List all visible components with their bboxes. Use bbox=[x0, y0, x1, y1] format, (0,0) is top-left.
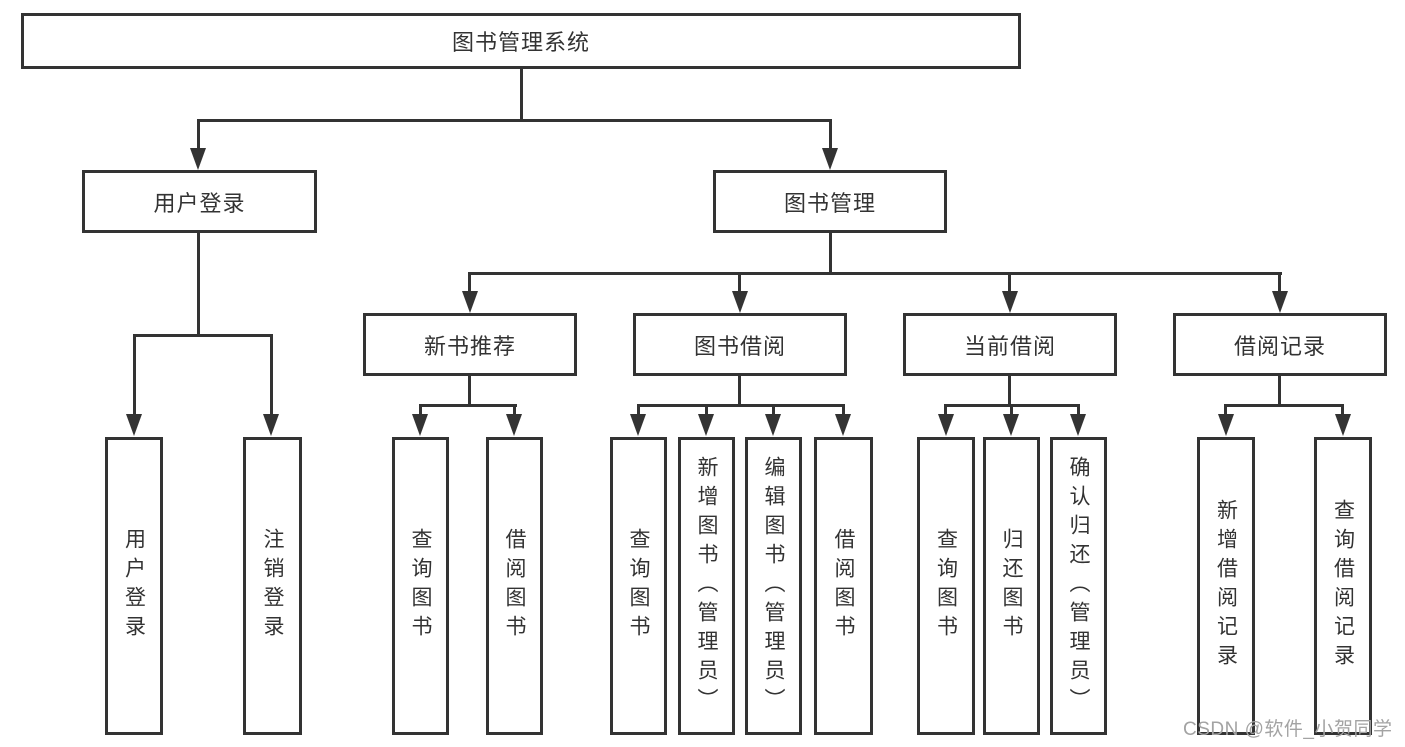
arrow-down-icon bbox=[1218, 414, 1234, 436]
leaf-confirm-return-admin: 确认归还（管理员） bbox=[1050, 437, 1107, 735]
node-current-borrowing: 当前借阅 bbox=[903, 313, 1117, 376]
node-label: 图书管理系统 bbox=[451, 30, 590, 55]
node-label: 当前借阅 bbox=[963, 333, 1056, 359]
connector-line bbox=[1278, 272, 1281, 293]
connector-line bbox=[1278, 376, 1281, 407]
connector-line bbox=[513, 404, 516, 416]
node-label: 借阅记录 bbox=[1233, 333, 1326, 359]
connector-line bbox=[133, 334, 273, 337]
leaf-current-query-books: 查询图书 bbox=[917, 437, 975, 735]
connector-line bbox=[468, 272, 1282, 275]
connector-line bbox=[1225, 404, 1344, 407]
connector-line bbox=[133, 334, 136, 415]
leaf-add-books-admin: 新增图书（管理员） bbox=[678, 437, 735, 735]
connector-line bbox=[197, 119, 200, 153]
node-root: 图书管理系统 bbox=[21, 13, 1021, 69]
leaf-query-borrow-record: 查询借阅记录 bbox=[1314, 437, 1372, 735]
node-label: 新增借阅记录 bbox=[1214, 499, 1238, 673]
leaf-return-books: 归还图书 bbox=[983, 437, 1040, 735]
node-label: 查询图书 bbox=[409, 528, 432, 644]
connector-line bbox=[1077, 404, 1080, 416]
connector-line bbox=[270, 334, 273, 415]
arrow-down-icon bbox=[506, 414, 522, 436]
leaf-recommend-borrow-books: 借阅图书 bbox=[486, 437, 543, 735]
connector-line bbox=[637, 404, 640, 416]
node-label: 用户登录 bbox=[153, 190, 246, 216]
connector-line bbox=[829, 119, 832, 153]
connector-line bbox=[738, 272, 741, 293]
arrow-down-icon bbox=[126, 414, 142, 436]
arrow-down-icon bbox=[1272, 291, 1288, 313]
leaf-logout: 注销登录 bbox=[243, 437, 302, 735]
node-new-book-recommend: 新书推荐 bbox=[363, 313, 577, 376]
node-label: 图书借阅 bbox=[693, 333, 786, 359]
connector-line bbox=[772, 404, 775, 416]
connector-line bbox=[842, 404, 845, 416]
leaf-add-borrow-record: 新增借阅记录 bbox=[1197, 437, 1255, 735]
connector-line bbox=[637, 404, 845, 407]
arrow-down-icon bbox=[765, 414, 781, 436]
arrow-down-icon bbox=[462, 291, 478, 313]
connector-line bbox=[419, 404, 422, 416]
leaf-borrowing-query-books: 查询图书 bbox=[610, 437, 667, 735]
leaf-borrowing-borrow-books: 借阅图书 bbox=[814, 437, 873, 735]
arrow-down-icon bbox=[412, 414, 428, 436]
connector-line bbox=[738, 376, 741, 407]
connector-line bbox=[520, 69, 523, 121]
arrow-down-icon bbox=[732, 291, 748, 313]
connector-line bbox=[829, 233, 832, 275]
node-user-login: 用户登录 bbox=[82, 170, 317, 233]
connector-line bbox=[1010, 404, 1013, 416]
connector-line bbox=[1224, 404, 1227, 416]
node-borrowing-records: 借阅记录 bbox=[1173, 313, 1387, 376]
connector-line bbox=[705, 404, 708, 416]
connector-line bbox=[1008, 272, 1011, 293]
node-label: 借阅图书 bbox=[832, 528, 855, 644]
arrow-down-icon bbox=[698, 414, 714, 436]
connector-line bbox=[1341, 404, 1344, 416]
node-label: 新书推荐 bbox=[423, 333, 516, 359]
leaf-recommend-query-books: 查询图书 bbox=[392, 437, 449, 735]
csdn-watermark: CSDN @软件_小贺同学 bbox=[1183, 719, 1393, 740]
node-book-management: 图书管理 bbox=[713, 170, 947, 233]
arrow-down-icon bbox=[1070, 414, 1086, 436]
arrow-down-icon bbox=[1003, 414, 1019, 436]
connector-line bbox=[197, 233, 200, 337]
node-label: 编辑图书（管理员） bbox=[762, 455, 785, 717]
node-label: 查询借阅记录 bbox=[1331, 499, 1355, 673]
arrow-down-icon bbox=[1335, 414, 1351, 436]
node-label: 确认归还（管理员） bbox=[1067, 455, 1090, 717]
node-label: 新增图书（管理员） bbox=[695, 455, 718, 717]
node-book-borrowing: 图书借阅 bbox=[633, 313, 847, 376]
arrow-down-icon bbox=[938, 414, 954, 436]
arrow-down-icon bbox=[263, 414, 279, 436]
node-label: 查询图书 bbox=[627, 528, 650, 644]
leaf-edit-books-admin: 编辑图书（管理员） bbox=[745, 437, 802, 735]
node-label: 注销登录 bbox=[261, 528, 284, 644]
node-label: 用户登录 bbox=[122, 528, 146, 644]
node-label: 借阅图书 bbox=[503, 528, 526, 644]
node-label: 归还图书 bbox=[1000, 528, 1023, 644]
node-label: 查询图书 bbox=[934, 528, 958, 644]
connector-line bbox=[197, 119, 832, 122]
leaf-user-login: 用户登录 bbox=[105, 437, 163, 735]
connector-line bbox=[468, 272, 471, 293]
arrow-down-icon bbox=[630, 414, 646, 436]
arrow-down-icon bbox=[822, 148, 838, 170]
connector-line bbox=[468, 376, 471, 407]
arrow-down-icon bbox=[1002, 291, 1018, 313]
connector-line bbox=[419, 404, 517, 407]
connector-line bbox=[1008, 376, 1011, 407]
node-label: 图书管理 bbox=[783, 190, 876, 216]
arrow-down-icon bbox=[835, 414, 851, 436]
arrow-down-icon bbox=[190, 148, 206, 170]
connector-line bbox=[944, 404, 947, 416]
